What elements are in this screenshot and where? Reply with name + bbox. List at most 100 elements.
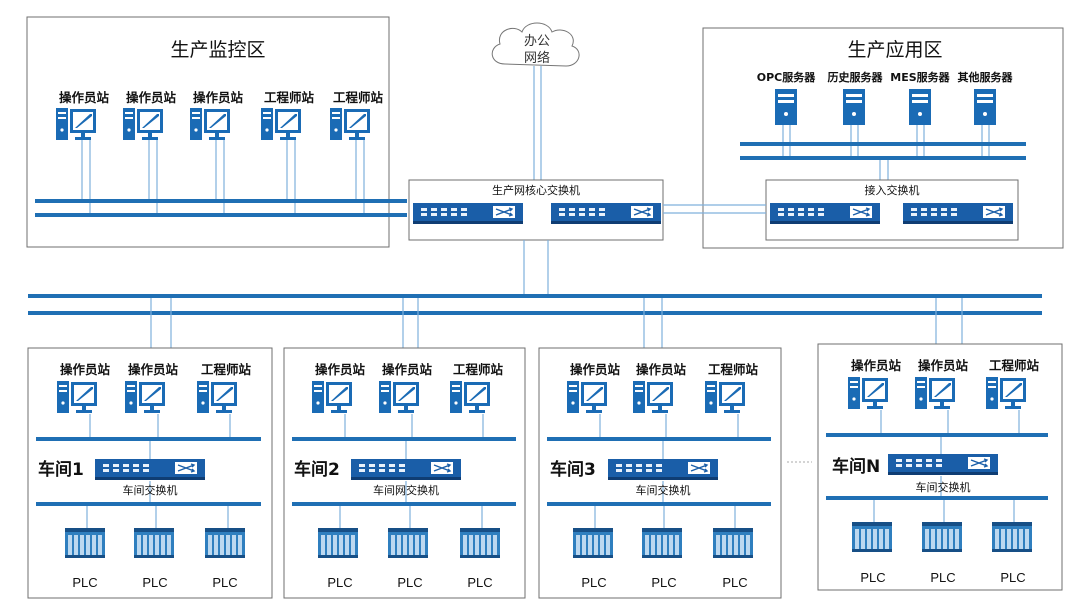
app-zone-box [702,27,1064,249]
office-network-cloud: 办公 网络 [491,22,580,67]
server-label: 其他服务器 [958,70,1014,84]
station-label: 操作员站 [128,362,179,377]
workshop-name: 车间1 [38,459,84,480]
workstation-icon [330,108,370,140]
switch-icon [94,458,206,481]
monitor-zone-box [26,16,390,248]
plc-icon [992,522,1032,552]
server-label: OPC服务器 [757,70,816,84]
plc-label: PLC [1000,570,1025,585]
server-label: MES服务器 [890,70,950,84]
workshop-n: 操作员站 操作员站 工程师站 车间N 车间交换机 PLC PLC PLC [817,343,1063,591]
switch-icon [350,458,462,481]
app-zone-servers: OPC服务器 历史服务器 MES服务器 其他服务器 [757,70,1014,125]
switch-icon [902,202,1014,225]
workshop-2: 操作员站 操作员站 工程师站 车间2 车间网交换机 PLC PLC PLC [283,347,526,599]
server-icon [909,89,931,125]
plc-icon [642,528,682,558]
core-switch-label: 生产网核心交换机 [492,183,580,197]
workstation-icon [312,381,352,413]
workstation-icon [567,381,607,413]
plc-icon [852,522,892,552]
switch-icon [607,458,719,481]
workstation-icon [986,377,1026,409]
workstation-icon [261,108,301,140]
station-label: 操作员站 [570,362,621,377]
plc-label: PLC [581,575,606,590]
monitor-zone-title: 生产监控区 [170,39,265,61]
switch-icon [550,202,662,225]
workstation-icon [450,381,490,413]
workshop-name: 车间3 [550,459,596,480]
backbone-bus [28,294,1042,315]
plc-label: PLC [397,575,422,590]
plc-icon [318,528,358,558]
station-label: 工程师站 [453,362,504,377]
plc-icon [460,528,500,558]
access-switch-label: 接入交换机 [865,183,920,197]
workshop-switch-label: 车间网交换机 [373,483,439,497]
core-access-links [523,204,766,298]
plc-label: PLC [72,575,97,590]
workshop-switch-label: 车间交换机 [916,480,971,494]
station-label: 操作员站 [851,358,902,373]
plc-label: PLC [327,575,352,590]
workstation-icon [123,108,163,140]
office-network-label: 办公 [524,34,550,49]
station-label: 操作员站 [636,362,687,377]
station-label: 操作员站 [59,90,110,105]
station-label: 工程师站 [333,90,384,105]
server-icon [775,89,797,125]
server-icon [974,89,996,125]
station-label: 工程师站 [201,362,252,377]
plc-label: PLC [467,575,492,590]
workshop-switch-label: 车间交换机 [636,483,691,497]
monitor-zone-stations: 操作员站 操作员站 操作员站 工程师站 工程师站 [56,90,383,140]
station-label: 操作员站 [193,90,244,105]
monitor-zone-bus [35,199,407,217]
workshop-name: 车间N [832,456,880,477]
office-links [533,66,542,180]
plc-icon [573,528,613,558]
station-label: 操作员站 [126,90,177,105]
workshop-name: 车间2 [294,459,340,480]
access-switch-uplinks [879,160,889,180]
plc-label: PLC [212,575,237,590]
workstation-icon [705,381,745,413]
plc-icon [65,528,105,558]
station-label: 工程师站 [708,362,759,377]
monitor-zone-drops [81,140,365,215]
app-zone-bus [740,142,1026,160]
workstation-icon [848,377,888,409]
workstation-icon [379,381,419,413]
office-network-label: 网络 [524,50,550,66]
plc-icon [922,522,962,552]
workshop-3: 操作员站 操作员站 工程师站 车间3 车间交换机 PLC PLC PLC [538,347,782,599]
station-label: 操作员站 [382,362,433,377]
plc-icon [205,528,245,558]
plc-label: PLC [651,575,676,590]
workshop-1: 操作员站 操作员站 工程师站 车间1 车间交换机 PLC PLC PLC [27,347,273,599]
switch-icon [412,202,524,225]
workstation-icon [915,377,955,409]
station-label: 操作员站 [315,362,366,377]
station-label: 工程师站 [264,90,315,105]
workstation-icon [57,381,97,413]
workstation-icon [125,381,165,413]
plc-label: PLC [722,575,747,590]
workstation-icon [197,381,237,413]
plc-label: PLC [142,575,167,590]
server-label: 历史服务器 [828,70,884,84]
station-label: 工程师站 [989,358,1040,373]
switch-icon [769,202,881,225]
plc-label: PLC [860,570,885,585]
plc-icon [388,528,428,558]
server-icon [843,89,865,125]
plc-icon [713,528,753,558]
workstation-icon [190,108,230,140]
app-zone-title: 生产应用区 [847,39,942,61]
workstation-icon [56,108,96,140]
station-label: 操作员站 [60,362,111,377]
station-label: 操作员站 [918,358,969,373]
